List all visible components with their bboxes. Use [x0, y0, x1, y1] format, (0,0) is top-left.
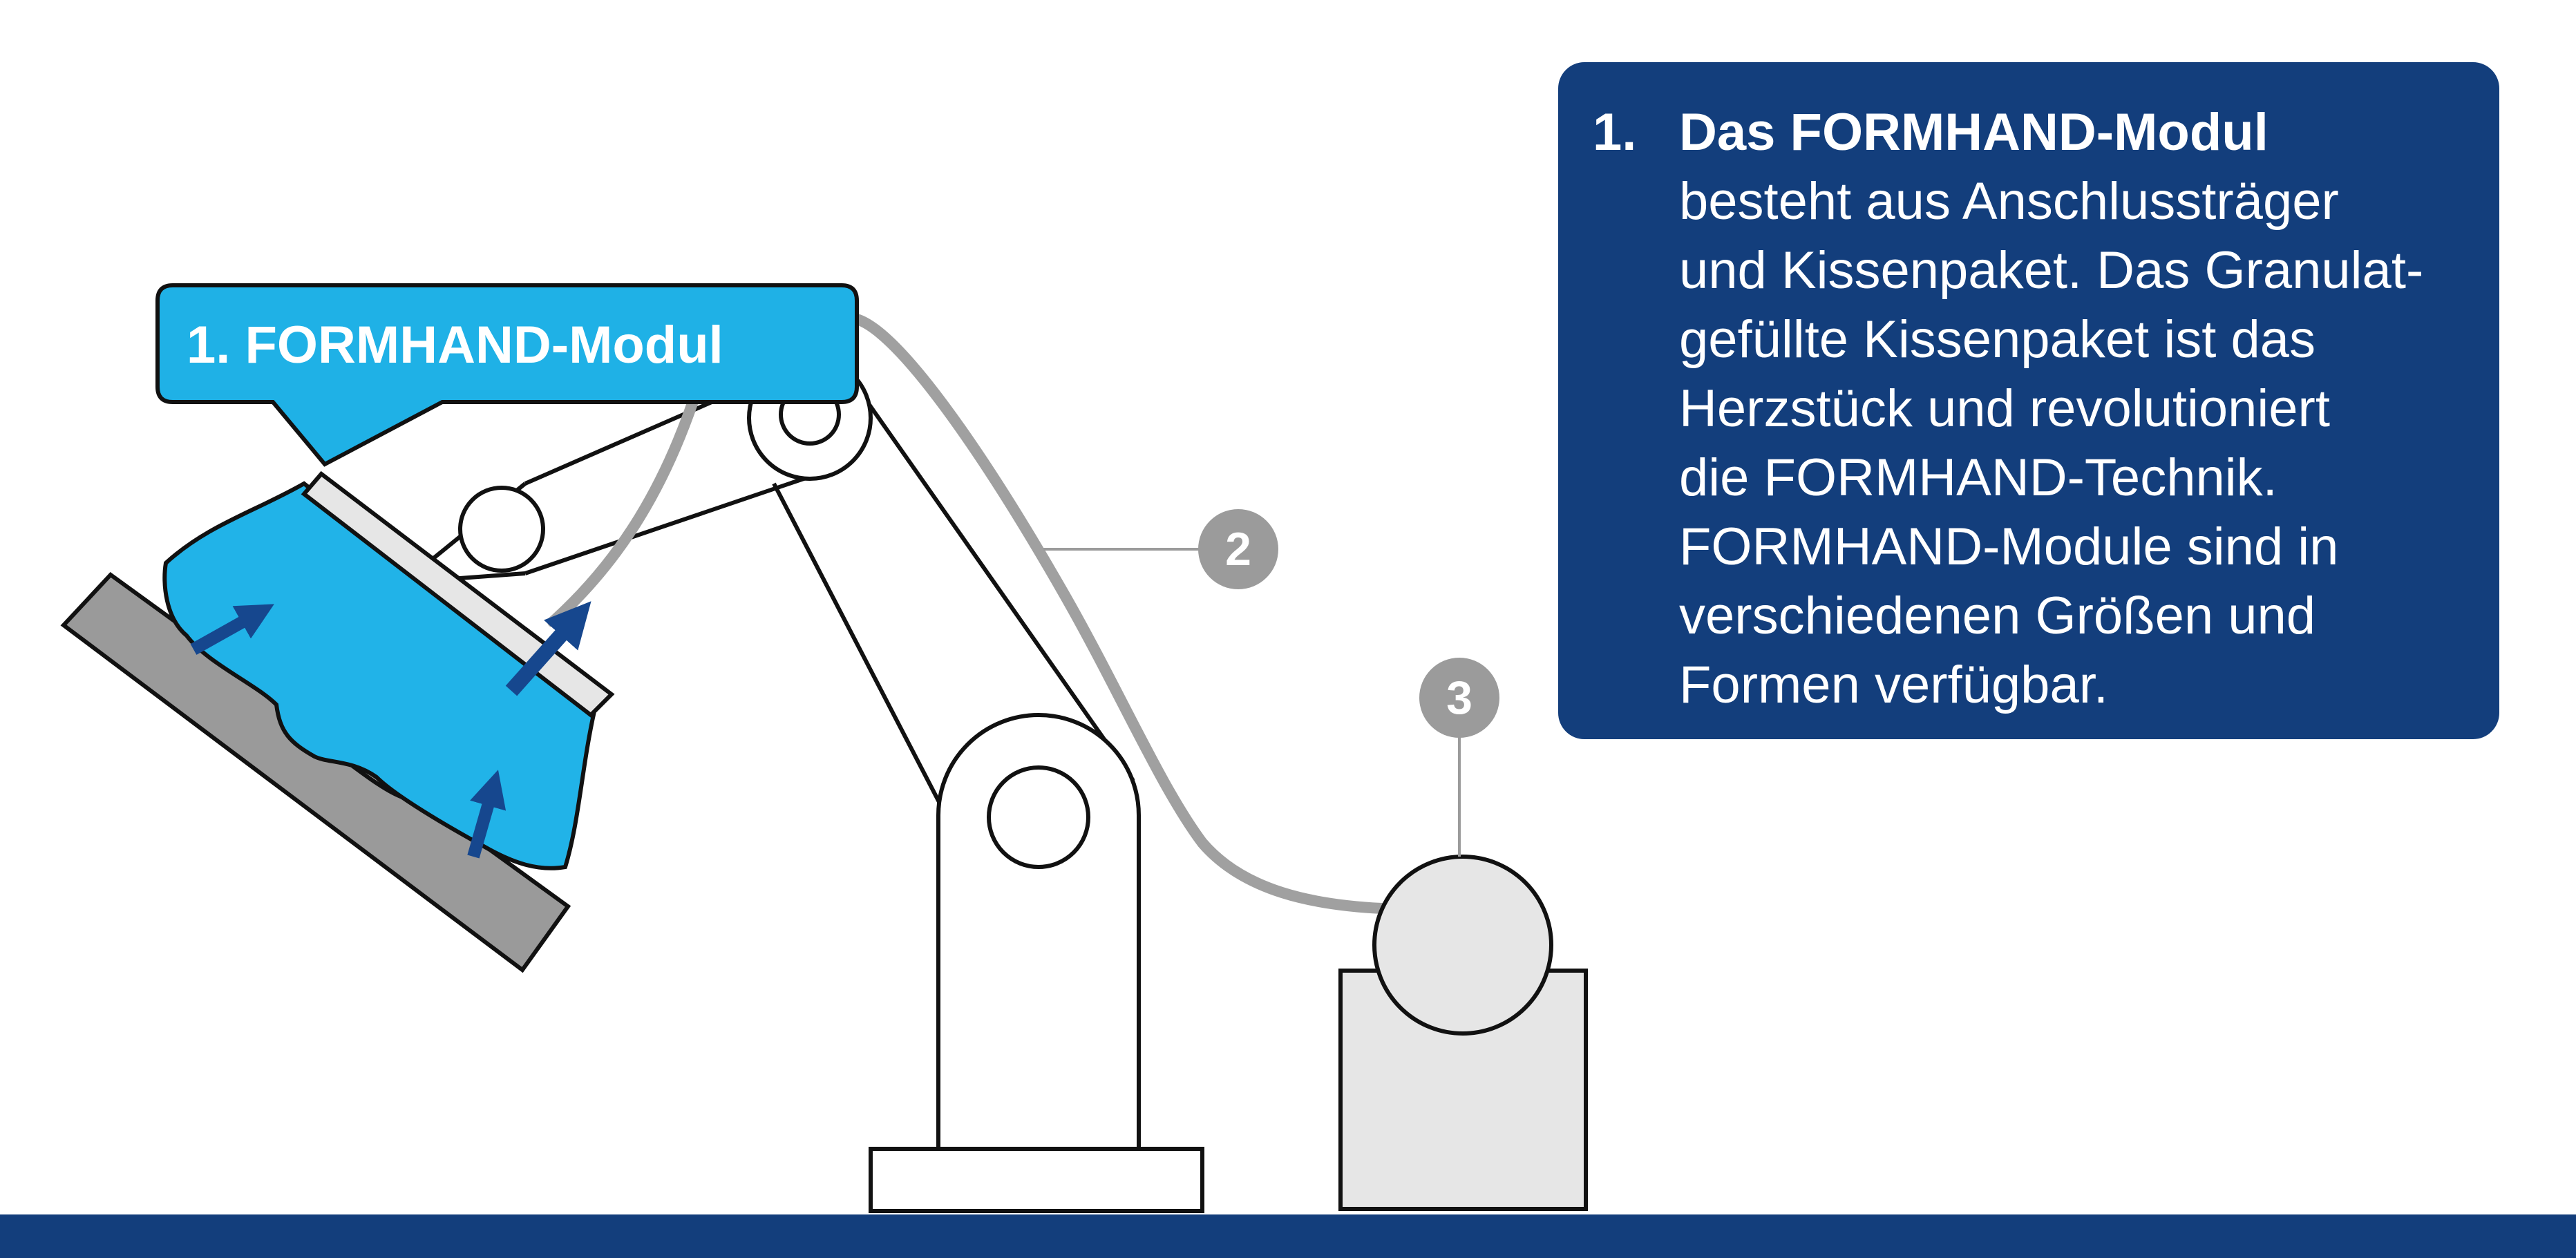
info-line: und Kissenpaket. Das Granulat- — [1679, 241, 2424, 300]
info-body: besteht aus Anschlussträger und Kissenpa… — [1679, 167, 2472, 720]
marker-3-number: 3 — [1446, 671, 1472, 724]
info-item: 1. Das FORMHAND-Modul besteht aus Anschl… — [1593, 98, 2472, 720]
control-unit — [1338, 855, 1588, 1211]
bottom-bar — [0, 1214, 2576, 1258]
info-number: 1. — [1593, 103, 1637, 162]
info-line: verschiedenen Größen und — [1679, 587, 2316, 645]
callout-formhand-module: 1. FORMHAND-Modul — [155, 283, 859, 467]
marker-2-number: 2 — [1225, 523, 1251, 575]
robot-lower-arm — [772, 385, 1135, 858]
gripper-hose — [547, 381, 703, 627]
info-line: besteht aus Anschlussträger — [1679, 172, 2339, 231]
wrist-joint — [458, 486, 545, 573]
marker-2: 2 — [1198, 509, 1278, 589]
robot-base-plate — [869, 1147, 1204, 1213]
info-panel: 1. Das FORMHAND-Modul besteht aus Anschl… — [1558, 62, 2499, 739]
info-line: Herzstück und revolutioniert — [1679, 379, 2330, 438]
suction-arrows — [190, 601, 591, 859]
unit-drum — [1372, 855, 1553, 1036]
info-title: Das FORMHAND-Modul — [1679, 103, 2269, 162]
callout-bubble — [155, 283, 859, 467]
callout-label: 1. FORMHAND-Modul — [187, 316, 723, 374]
robot-base-tower — [869, 713, 1204, 1213]
base-joint — [987, 765, 1090, 869]
info-line: die FORMHAND-Technik. — [1679, 448, 2277, 507]
unit-box — [1338, 969, 1588, 1211]
arrow-icon — [467, 770, 506, 859]
info-line: FORMHAND-Module sind in — [1679, 517, 2339, 576]
info-content: Das FORMHAND-Modul besteht aus Anschluss… — [1679, 98, 2472, 720]
marker-3: 3 — [1419, 658, 1499, 738]
supply-hose — [851, 314, 1388, 914]
info-line: gefüllte Kissenpaket ist das — [1679, 310, 2315, 369]
arrow-icon — [505, 601, 591, 696]
arrow-icon — [190, 604, 274, 655]
info-line: Formen verfügbar. — [1679, 656, 2108, 714]
